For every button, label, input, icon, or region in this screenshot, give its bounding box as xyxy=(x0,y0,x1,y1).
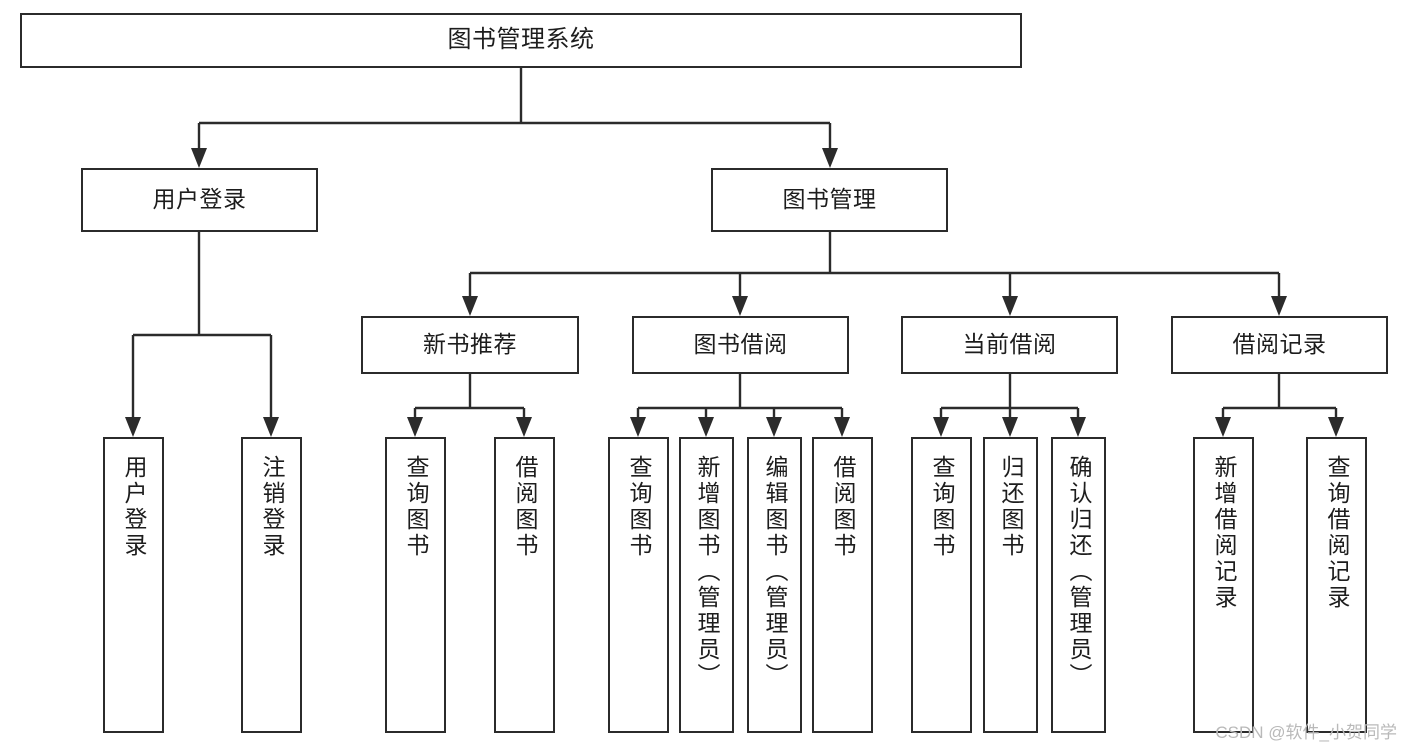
node-label: 新增借阅记录 xyxy=(1211,455,1237,611)
arrowhead-l3-3 xyxy=(1002,296,1018,316)
arrowhead-cb-2 xyxy=(1002,417,1018,437)
leaf-borrow-record-query[interactable]: 查询借阅记录 xyxy=(1306,437,1367,733)
node-book-management[interactable]: 图书管理 xyxy=(711,168,948,232)
node-label: 查询图书 xyxy=(929,455,955,559)
leaf-user-login-signout[interactable]: 注销登录 xyxy=(241,437,302,733)
node-root-library-system[interactable]: 图书管理系统 xyxy=(20,13,1022,68)
arrowhead-book-mgmt xyxy=(822,148,838,168)
leaf-book-borrow-edit[interactable]: 编辑图书（管理员） xyxy=(747,437,802,733)
leaf-current-borrow-confirm[interactable]: 确认归还（管理员） xyxy=(1051,437,1106,733)
leaf-current-borrow-return[interactable]: 归还图书 xyxy=(983,437,1038,733)
node-label: 新书推荐 xyxy=(423,331,517,358)
arrowhead-cb-3 xyxy=(1070,417,1086,437)
node-label: 借阅图书 xyxy=(512,455,538,559)
node-label: 注销登录 xyxy=(259,455,285,559)
arrowhead-ul-2 xyxy=(263,417,279,437)
leaf-new-book-borrow[interactable]: 借阅图书 xyxy=(494,437,555,733)
node-user-login[interactable]: 用户登录 xyxy=(81,168,318,232)
node-label: 当前借阅 xyxy=(962,331,1057,358)
node-new-book-recommend[interactable]: 新书推荐 xyxy=(361,316,579,374)
node-label: 查询图书 xyxy=(626,455,652,559)
arrowhead-br-2 xyxy=(1328,417,1344,437)
node-label: 图书管理系统 xyxy=(447,26,595,54)
leaf-user-login-signin[interactable]: 用户登录 xyxy=(103,437,164,733)
arrowhead-user-login xyxy=(191,148,207,168)
arrowhead-nb-2 xyxy=(516,417,532,437)
node-book-borrow[interactable]: 图书借阅 xyxy=(632,316,849,374)
node-borrow-record[interactable]: 借阅记录 xyxy=(1171,316,1388,374)
arrowhead-ul-1 xyxy=(125,417,141,437)
node-current-borrow[interactable]: 当前借阅 xyxy=(901,316,1118,374)
arrowhead-cb-1 xyxy=(933,417,949,437)
node-label: 图书管理 xyxy=(782,186,877,213)
arrowhead-bb-4 xyxy=(834,417,850,437)
node-label: 归还图书 xyxy=(998,455,1024,559)
node-label: 用户登录 xyxy=(152,186,247,213)
leaf-current-borrow-query[interactable]: 查询图书 xyxy=(911,437,972,733)
arrowhead-bb-1 xyxy=(630,417,646,437)
leaf-new-book-query[interactable]: 查询图书 xyxy=(385,437,446,733)
node-label: 借阅记录 xyxy=(1232,331,1327,358)
node-label: 新增图书（管理员） xyxy=(694,455,720,689)
csdn-watermark: CSDN @软件_小贺同学 xyxy=(1215,723,1397,742)
node-label: 图书借阅 xyxy=(693,331,788,358)
leaf-book-borrow-add[interactable]: 新增图书（管理员） xyxy=(679,437,734,733)
node-label: 编辑图书（管理员） xyxy=(762,455,788,689)
leaf-borrow-record-add[interactable]: 新增借阅记录 xyxy=(1193,437,1254,733)
arrowhead-nb-1 xyxy=(407,417,423,437)
arrowhead-br-1 xyxy=(1215,417,1231,437)
node-label: 确认归还（管理员） xyxy=(1066,455,1092,689)
leaf-book-borrow-lend[interactable]: 借阅图书 xyxy=(812,437,873,733)
node-label: 借阅图书 xyxy=(830,455,856,559)
arrowhead-l3-4 xyxy=(1271,296,1287,316)
node-label: 查询图书 xyxy=(403,455,429,559)
leaf-book-borrow-query[interactable]: 查询图书 xyxy=(608,437,669,733)
node-label: 查询借阅记录 xyxy=(1324,455,1350,611)
arrowhead-l3-1 xyxy=(462,296,478,316)
arrowhead-bb-2 xyxy=(698,417,714,437)
arrowhead-l3-2 xyxy=(732,296,748,316)
node-label: 用户登录 xyxy=(121,455,147,559)
arrowhead-bb-3 xyxy=(766,417,782,437)
